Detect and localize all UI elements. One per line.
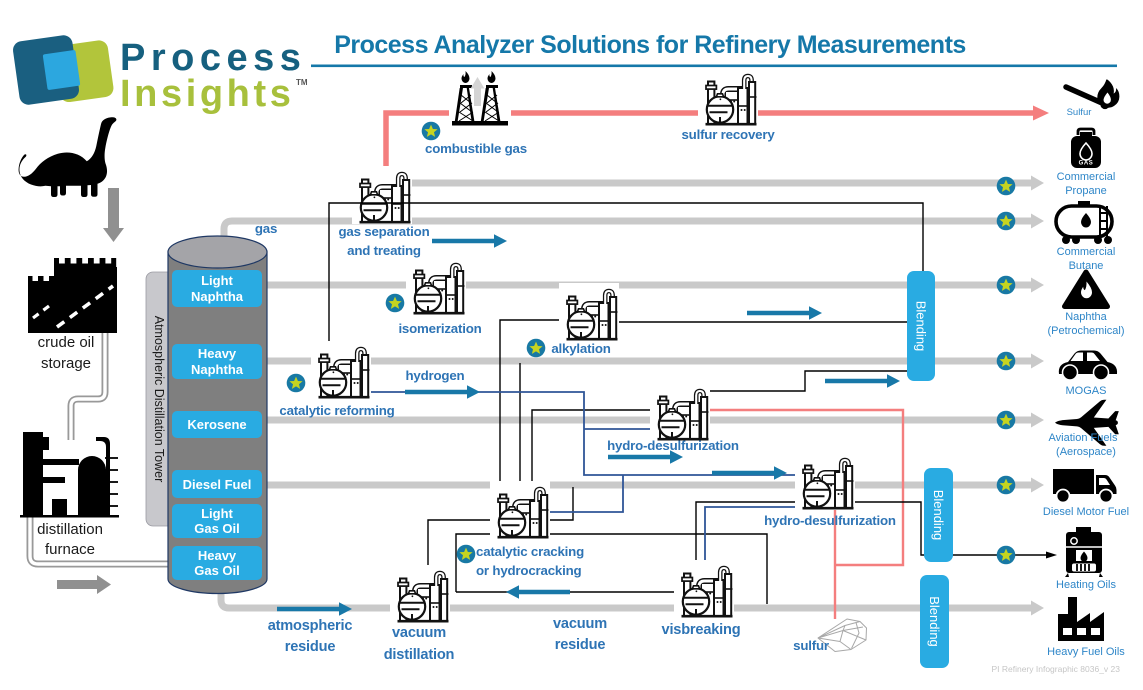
svg-text:Heavy: Heavy xyxy=(198,548,237,563)
svg-text:GAS: GAS xyxy=(1079,161,1094,167)
svg-text:Aviation: Aviation xyxy=(1049,432,1088,444)
svg-text:Kerosene: Kerosene xyxy=(187,417,246,432)
svg-text:distillation: distillation xyxy=(384,647,455,663)
svg-text:visbreaking: visbreaking xyxy=(662,622,741,638)
svg-text:Process: Process xyxy=(120,37,306,79)
svg-text:gas: gas xyxy=(255,221,277,236)
svg-text:vacuum: vacuum xyxy=(553,616,607,632)
svg-text:sulfur recovery: sulfur recovery xyxy=(681,127,775,142)
svg-text:Sulfur: Sulfur xyxy=(1067,107,1092,118)
svg-text:Heavy Fuel Oils: Heavy Fuel Oils xyxy=(1047,646,1125,658)
svg-text:catalytic cracking: catalytic cracking xyxy=(476,544,584,559)
svg-text:hydro-desulfurization: hydro-desulfurization xyxy=(764,513,896,528)
svg-text:furnace: furnace xyxy=(45,541,95,558)
svg-text:Propane: Propane xyxy=(1065,185,1107,197)
svg-text:Naphtha: Naphtha xyxy=(191,289,244,304)
svg-text:atmospheric: atmospheric xyxy=(268,618,353,634)
svg-text:PI Refinery Infographic 8036_v: PI Refinery Infographic 8036_v 23 xyxy=(991,664,1120,674)
svg-text:sulfur: sulfur xyxy=(793,638,829,653)
svg-text:alkylation: alkylation xyxy=(551,341,610,356)
svg-text:vacuum: vacuum xyxy=(392,625,446,641)
svg-text:Naphtha: Naphtha xyxy=(1065,311,1107,323)
svg-text:Blending: Blending xyxy=(931,490,946,541)
svg-text:residue: residue xyxy=(285,639,336,655)
svg-text:Insights: Insights xyxy=(120,73,294,115)
svg-text:Atmospheric Distillation Tower: Atmospheric Distillation Tower xyxy=(152,316,166,483)
svg-text:Heavy: Heavy xyxy=(198,346,237,361)
svg-text:Light: Light xyxy=(201,273,233,288)
svg-text:Fuels: Fuels xyxy=(1091,432,1118,444)
svg-text:residue: residue xyxy=(555,637,606,653)
svg-text:distillation: distillation xyxy=(37,521,103,538)
svg-text:Gas Oil: Gas Oil xyxy=(194,563,240,578)
svg-text:Heating Oils: Heating Oils xyxy=(1056,579,1116,591)
svg-text:Light: Light xyxy=(201,506,233,521)
svg-text:Naphtha: Naphtha xyxy=(191,362,244,377)
svg-text:storage: storage xyxy=(41,355,91,372)
svg-text:Blending: Blending xyxy=(914,301,929,352)
svg-text:Butane: Butane xyxy=(1069,260,1104,272)
svg-text:and treating: and treating xyxy=(347,243,421,258)
svg-text:Commercial: Commercial xyxy=(1057,246,1116,258)
svg-text:Blending: Blending xyxy=(927,596,942,647)
svg-text:hydro-desulfurization: hydro-desulfurization xyxy=(607,438,739,453)
svg-text:MOGAS: MOGAS xyxy=(1066,385,1107,397)
svg-text:TM: TM xyxy=(296,78,308,87)
svg-text:Diesel Fuel: Diesel Fuel xyxy=(183,477,252,492)
svg-text:hydrogen: hydrogen xyxy=(406,368,465,383)
svg-text:gas separation: gas separation xyxy=(338,224,429,239)
svg-text:crude oil: crude oil xyxy=(38,334,95,351)
svg-text:catalytic reforming: catalytic reforming xyxy=(279,403,394,418)
svg-text:or hydrocracking: or hydrocracking xyxy=(476,563,581,578)
svg-text:(Petrochemical): (Petrochemical) xyxy=(1047,325,1124,337)
svg-text:isomerization: isomerization xyxy=(398,321,481,336)
svg-text:combustible gas: combustible gas xyxy=(425,141,527,156)
svg-text:Diesel Motor Fuel: Diesel Motor Fuel xyxy=(1043,506,1129,518)
svg-text:(Aerospace): (Aerospace) xyxy=(1056,446,1116,458)
svg-text:Gas Oil: Gas Oil xyxy=(194,521,240,536)
svg-text:Commercial: Commercial xyxy=(1057,171,1116,183)
svg-text:Process Analyzer Solutions for: Process Analyzer Solutions for Refinery … xyxy=(334,31,966,59)
